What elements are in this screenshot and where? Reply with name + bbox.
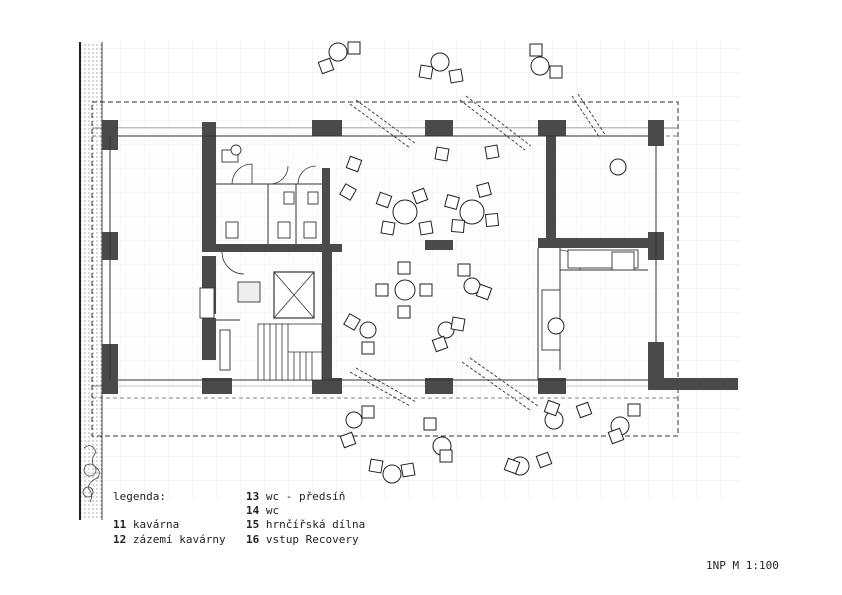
table: [359, 321, 377, 339]
chair: [418, 64, 434, 80]
chair: [339, 183, 357, 201]
chair: [339, 431, 357, 449]
chair: [418, 220, 434, 236]
scale-label: 1NP M 1:100: [706, 559, 779, 572]
chair: [411, 187, 429, 205]
chair: [444, 194, 460, 210]
chair: [475, 283, 493, 301]
chair: [627, 403, 641, 417]
chair: [361, 405, 375, 419]
furniture: [317, 41, 641, 484]
chair: [448, 68, 464, 84]
tree-sketch: [82, 445, 100, 503]
chair: [431, 335, 449, 353]
chair: [397, 305, 411, 319]
legend-title: legenda:: [113, 490, 166, 503]
chair: [368, 458, 384, 474]
chair: [375, 283, 389, 297]
legend-item: 12 zázemí kavárny: [113, 533, 226, 546]
chair: [535, 451, 553, 469]
chair: [607, 427, 625, 445]
chair: [529, 43, 543, 57]
chair: [476, 182, 492, 198]
chair: [423, 417, 437, 431]
table: [437, 321, 455, 339]
chair: [317, 57, 335, 75]
chair: [419, 283, 433, 297]
table: [459, 199, 485, 225]
legend-item: 15 hrnčířská dílna: [246, 518, 366, 531]
legend-item: 11 kavárna: [113, 518, 180, 531]
legend-item: 13 wc - předsíň: [246, 490, 346, 503]
table: [382, 464, 402, 484]
chair: [361, 341, 375, 355]
chair: [347, 41, 361, 55]
staircase: [257, 323, 323, 381]
canopy-outline: [91, 101, 679, 437]
chair: [343, 313, 361, 331]
chair: [397, 261, 411, 275]
table: [328, 42, 348, 62]
chair: [380, 220, 396, 236]
chair: [434, 146, 450, 162]
chair: [375, 191, 393, 209]
table: [394, 279, 416, 301]
chair: [450, 316, 466, 332]
chair: [543, 399, 561, 417]
chair: [450, 218, 466, 234]
chair: [345, 155, 363, 173]
table: [392, 199, 418, 225]
chair: [484, 144, 500, 160]
chair: [575, 401, 593, 419]
table: [547, 317, 565, 335]
table: [609, 158, 627, 176]
chair: [549, 65, 563, 79]
street-edge: [80, 42, 102, 520]
table: [345, 411, 363, 429]
chair: [439, 449, 453, 463]
table: [530, 56, 550, 76]
legend-item: 16 vstup Recovery: [246, 533, 359, 546]
chair: [484, 212, 500, 228]
chair: [400, 462, 416, 478]
table: [430, 52, 450, 72]
legend-item: 14 wc: [246, 504, 280, 517]
chair: [503, 457, 521, 475]
chair: [457, 263, 471, 277]
walls: [102, 120, 738, 394]
